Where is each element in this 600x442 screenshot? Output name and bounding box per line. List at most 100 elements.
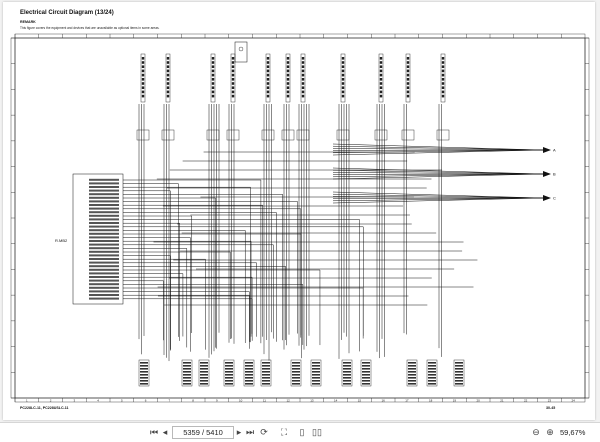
label-glyph xyxy=(441,61,445,64)
terminal-pin xyxy=(225,374,233,376)
label-glyph xyxy=(406,82,410,85)
terminal-block xyxy=(406,359,418,387)
terminal-pin xyxy=(140,380,148,382)
wires xyxy=(123,104,544,362)
label-glyph xyxy=(286,73,290,77)
connector xyxy=(206,129,220,141)
wire xyxy=(332,173,544,175)
output-arrow-label: C xyxy=(553,196,556,201)
grid-number: 24 xyxy=(571,399,575,403)
grid-number: 16 xyxy=(381,399,385,403)
last-page-icon[interactable]: ⏭ xyxy=(245,427,255,437)
label-glyph xyxy=(266,86,270,89)
terminal-pin xyxy=(408,380,416,382)
terminal-pin xyxy=(362,365,370,367)
pin-label xyxy=(89,250,119,253)
pin-label xyxy=(89,297,119,300)
single-page-icon[interactable]: ▯ xyxy=(299,427,305,437)
label-glyph xyxy=(266,57,270,60)
terminal-pin xyxy=(312,377,320,379)
page-number-input[interactable] xyxy=(172,426,234,439)
pin-label xyxy=(89,294,119,296)
terminal-pin xyxy=(455,362,463,364)
label-glyph xyxy=(166,57,170,60)
label-glyph xyxy=(231,69,235,73)
label-glyph xyxy=(301,94,305,98)
pin-label xyxy=(89,236,119,239)
label-glyph xyxy=(441,94,445,98)
terminal-pin xyxy=(408,371,416,373)
label-glyph xyxy=(286,69,290,73)
connector-label-box xyxy=(265,53,271,103)
terminal-block xyxy=(453,359,465,387)
terminal-block xyxy=(426,359,438,387)
pin-label xyxy=(89,225,119,228)
connector-label-box xyxy=(440,53,446,103)
grid-number: 10 xyxy=(239,399,243,403)
label-glyph xyxy=(341,61,345,64)
pin-label xyxy=(89,229,119,232)
terminal-pin xyxy=(140,374,148,376)
prev-page-icon[interactable]: ◂ xyxy=(162,427,168,437)
terminal-pin xyxy=(292,371,300,373)
label-glyph xyxy=(406,65,410,68)
terminal-pin xyxy=(312,383,320,385)
fit-page-icon[interactable]: ⛶ xyxy=(280,427,288,437)
wire xyxy=(332,196,544,199)
connector xyxy=(296,129,310,141)
label-glyph xyxy=(301,82,305,85)
terminal-block xyxy=(198,359,210,387)
label-glyph xyxy=(141,57,145,60)
terminal-pin xyxy=(408,383,416,385)
connector xyxy=(436,129,450,141)
viewer-toolbar: ⏮ ◂ ▸ ⏭ ⟳ ⛶ ▯ ▯▯ ⊖ ⊕ 59,67% xyxy=(0,422,600,442)
label-glyph xyxy=(441,65,445,68)
pin-label xyxy=(89,200,119,203)
label-glyph xyxy=(406,61,410,64)
pin-label xyxy=(89,286,119,289)
terminal-pin xyxy=(245,365,253,367)
connector xyxy=(401,129,415,141)
label-glyph xyxy=(166,61,170,64)
terminal-pin xyxy=(200,374,208,376)
terminal-pin xyxy=(455,365,463,367)
output-arrow-label: A xyxy=(553,148,556,153)
terminal-pin xyxy=(200,365,208,367)
label-glyph xyxy=(406,57,410,60)
pin-label xyxy=(89,279,119,282)
terminal-pin xyxy=(140,383,148,385)
wire xyxy=(332,143,544,151)
terminal-pin xyxy=(200,383,208,385)
label-glyph xyxy=(379,86,383,89)
connector-label-box xyxy=(378,53,384,103)
wire xyxy=(332,197,544,199)
label-glyph xyxy=(441,78,445,81)
terminal-pin xyxy=(312,371,320,373)
terminal-block xyxy=(260,359,272,387)
label-glyph xyxy=(286,57,290,60)
wire xyxy=(332,149,544,154)
zoom-in-icon[interactable]: ⊕ xyxy=(546,427,554,437)
document-viewer[interactable]: Electrical Circuit Diagram (13/24) REMAR… xyxy=(0,0,600,422)
terminal-pin xyxy=(343,383,351,385)
rotate-icon[interactable]: ⟳ xyxy=(260,427,268,437)
grid-number: 3 xyxy=(74,399,76,403)
first-page-icon[interactable]: ⏮ xyxy=(149,427,159,437)
label-glyph xyxy=(211,82,215,85)
pin-label xyxy=(89,186,119,188)
terminal-pin xyxy=(183,362,191,364)
pin-label xyxy=(89,261,119,264)
terminal-pin xyxy=(225,377,233,379)
label-glyph xyxy=(266,94,270,98)
grid-number: 13 xyxy=(310,399,314,403)
zoom-level[interactable]: 59,67% xyxy=(560,428,586,437)
label-glyph xyxy=(406,90,410,94)
label-glyph xyxy=(141,86,145,89)
terminal-block xyxy=(360,359,372,387)
terminal-pin xyxy=(312,374,320,376)
remark-text: This figure covers the equipment and dev… xyxy=(20,26,160,30)
next-page-icon[interactable]: ▸ xyxy=(236,427,242,437)
zoom-out-icon[interactable]: ⊖ xyxy=(532,427,540,437)
two-page-icon[interactable]: ▯▯ xyxy=(312,427,322,437)
label-glyph xyxy=(231,78,235,81)
